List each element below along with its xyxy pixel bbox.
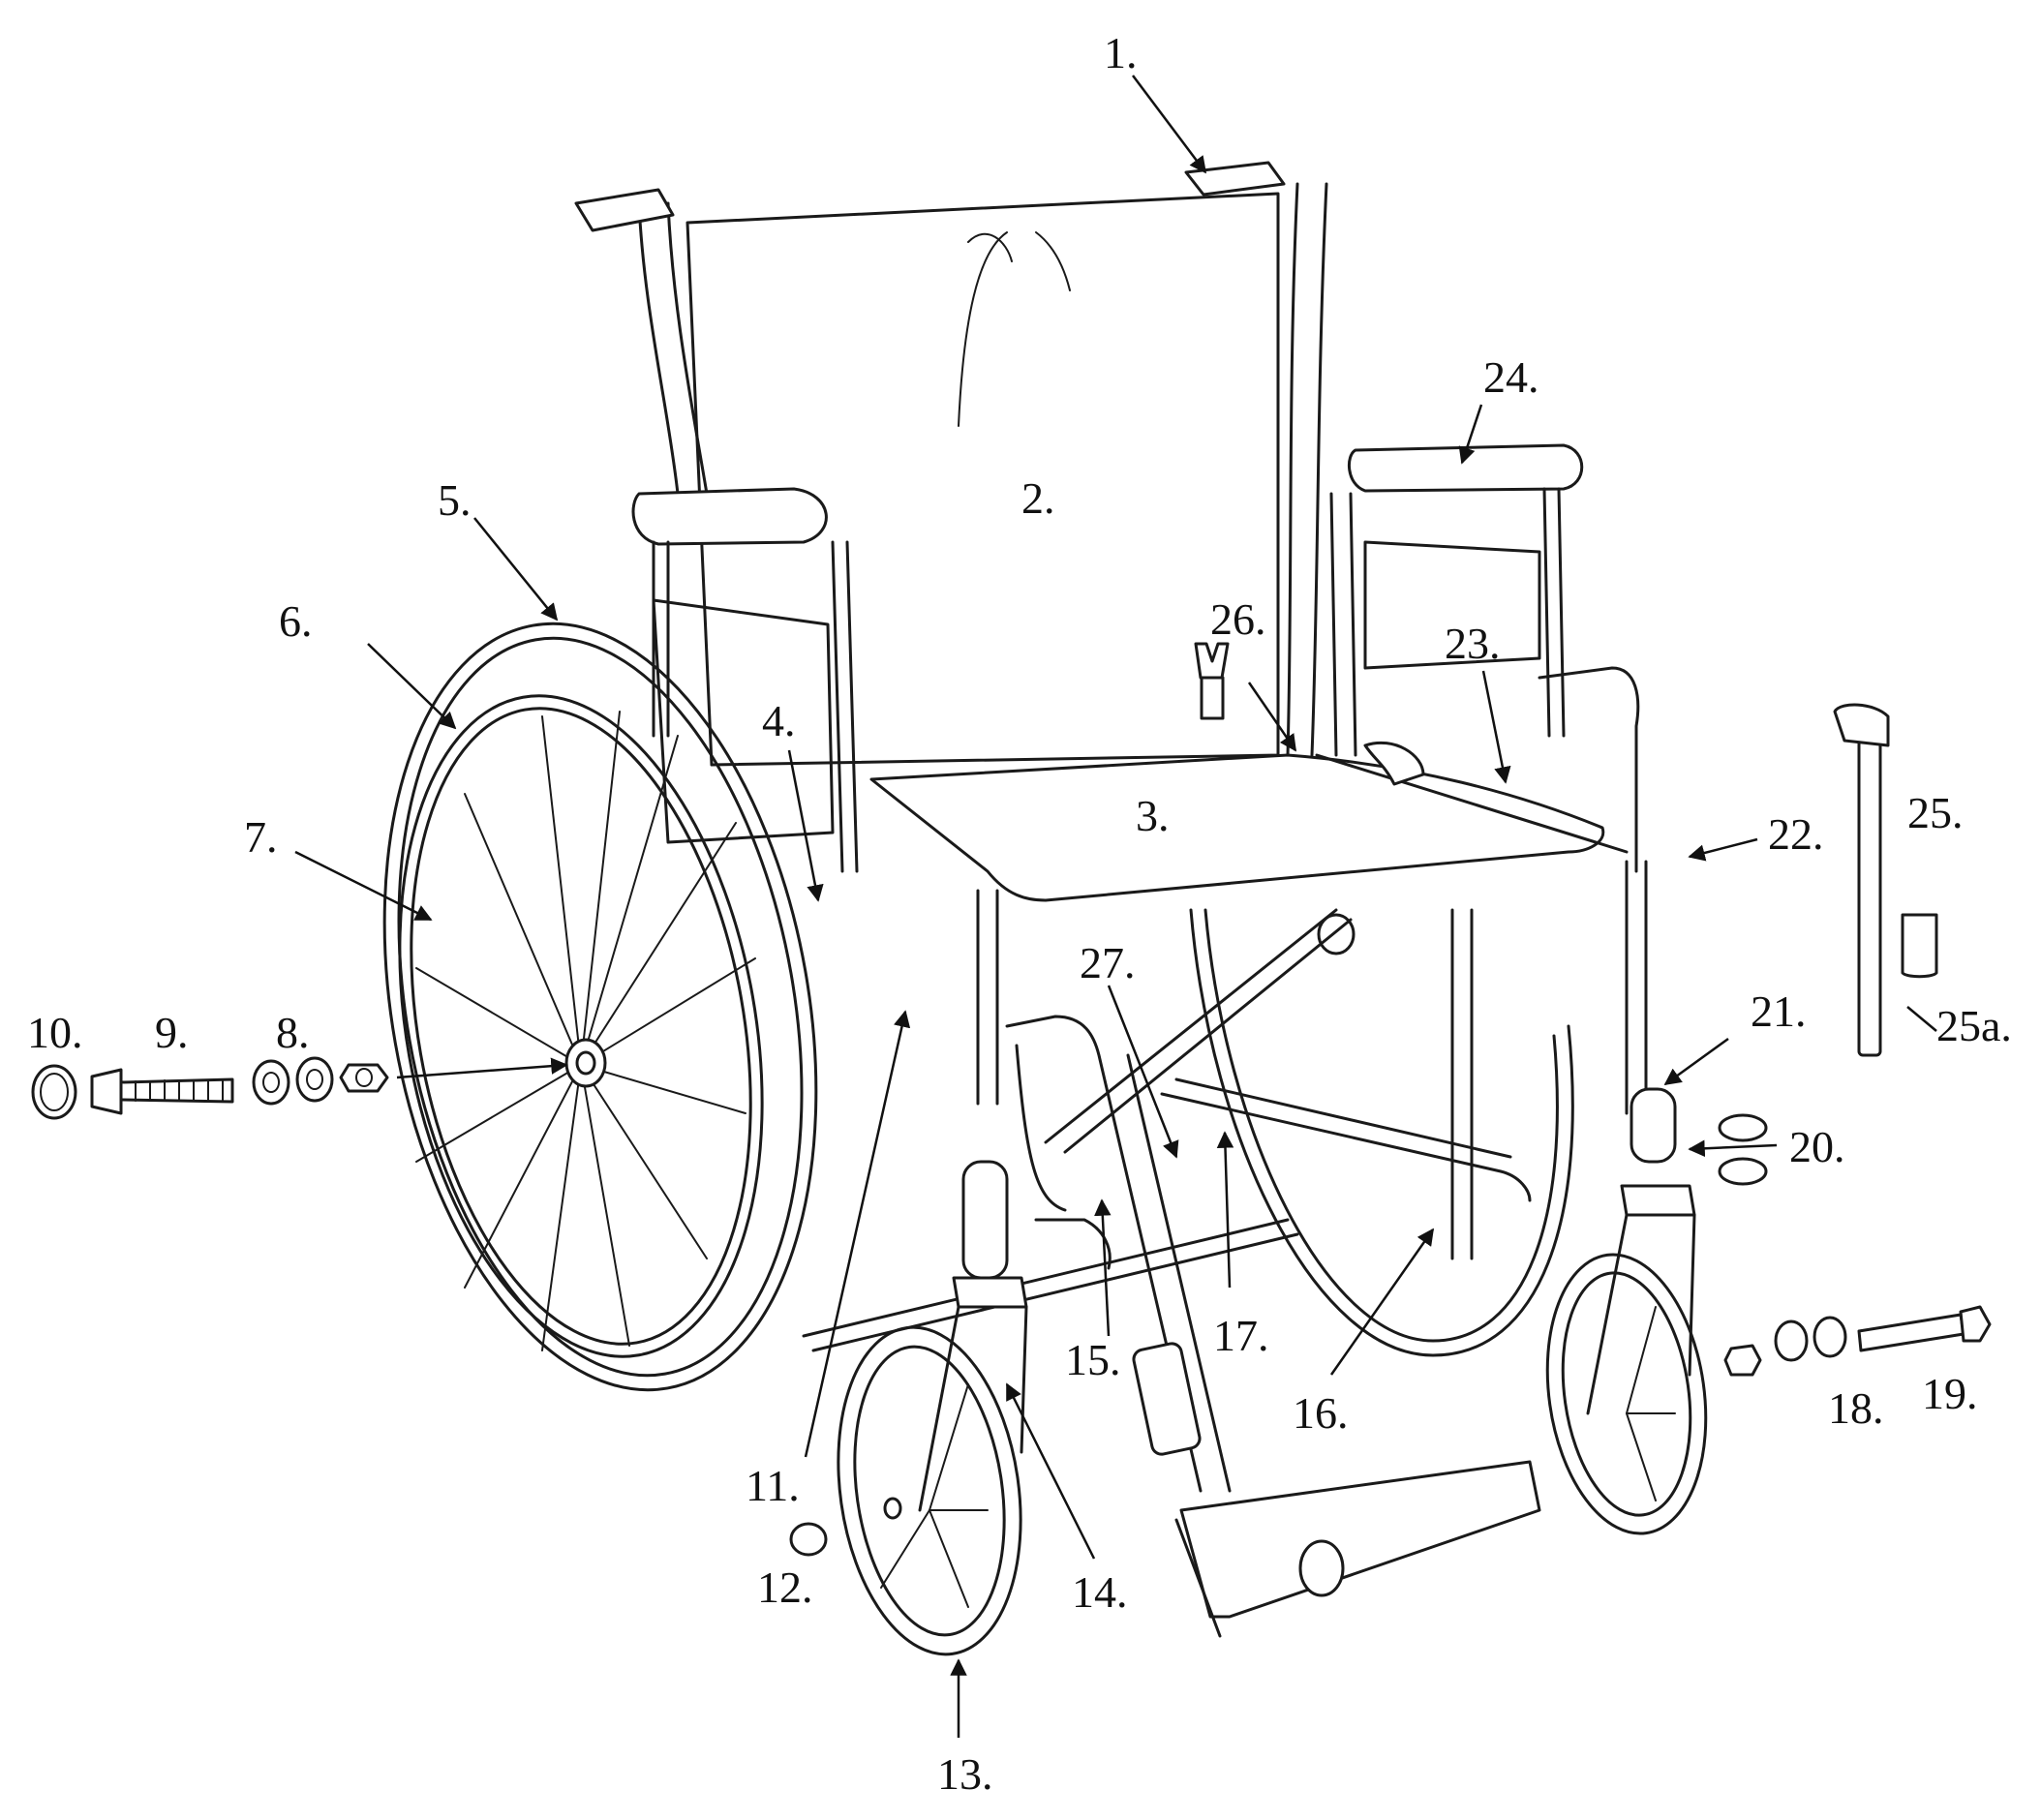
callout-10: 10. [27,1008,83,1057]
seat-upholstery [869,741,1629,902]
rear-wheel-left [382,622,818,1392]
axle-hardware-right [1718,1113,1992,1377]
callout-2: 2. [1021,473,1055,523]
callout-14: 14. [1072,1567,1128,1617]
armrest-left [631,487,859,873]
callout-9: 9. [155,1008,189,1057]
callout-11: 11. [746,1461,800,1510]
callout-23: 23. [1445,619,1501,668]
callout-27: 27. [1080,938,1136,987]
leader-lines [294,75,1937,1738]
front-caster-left [837,1160,1028,1656]
callout-8: 8. [276,1008,310,1057]
callout-1: 1. [1104,28,1138,77]
callout-5: 5. [438,475,472,525]
callout-25: 25. [1907,788,1964,837]
callout-15: 15. [1065,1335,1121,1384]
armrest-right [1329,443,1640,873]
frame-crossbrace [802,860,1648,1352]
callout-12: 12. [757,1562,813,1612]
callout-17: 17. [1213,1311,1269,1360]
callout-6: 6. [279,596,313,646]
callout-21: 21. [1751,986,1807,1036]
rear-wheel-right [1189,908,1574,1357]
callout-7: 7. [244,812,278,862]
callout-19: 19. [1922,1369,1978,1418]
callout-16: 16. [1293,1388,1349,1438]
callout-26: 26. [1210,594,1266,644]
callout-3: 3. [1136,791,1170,840]
callout-18: 18. [1828,1383,1884,1433]
callout-22: 22. [1768,809,1824,859]
callout-labels: 1. 2. 3. 4. 5. 6. 7. 8. 9. 10. 11. 12. 1… [27,28,2012,1799]
callout-25a: 25a. [1936,1001,2012,1050]
footrest [1005,1015,1541,1638]
axle-hardware-left [31,1056,389,1120]
exploded-parts-misc [789,642,1938,1557]
front-caster-right [1545,1087,1708,1535]
callout-20: 20. [1789,1122,1845,1171]
callout-4: 4. [762,696,796,745]
callout-13: 13. [937,1749,993,1799]
callout-24: 24. [1483,352,1539,402]
